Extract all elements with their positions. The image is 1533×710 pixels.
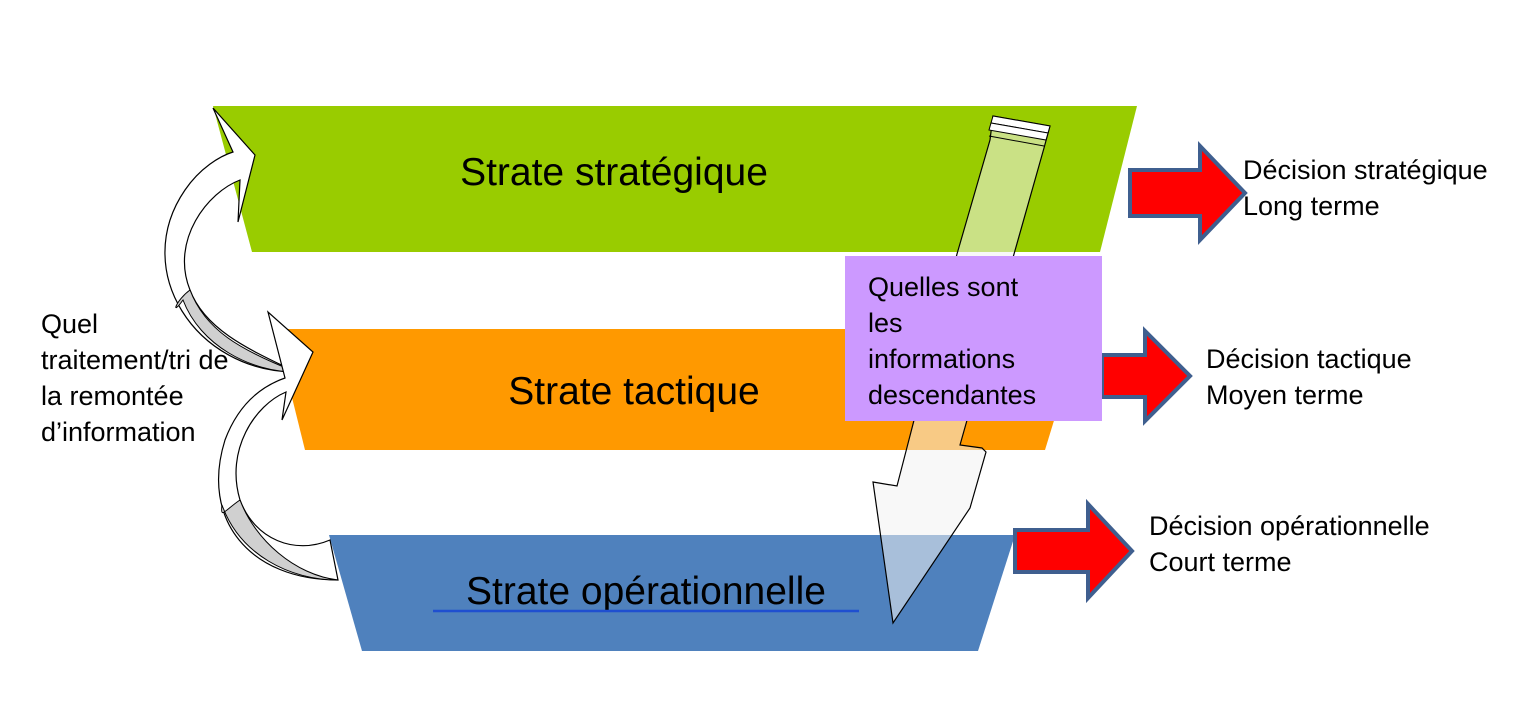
decision-operationnelle: Décision opérationnelle Court terme: [1149, 508, 1430, 580]
question-text: Quelles sont les informations descendant…: [868, 269, 1102, 413]
decision-type: Décision stratégique: [1243, 155, 1488, 185]
question-line: les: [868, 308, 903, 338]
strate-tactique-label: Strate tactique: [508, 370, 759, 413]
decision-term: Long terme: [1243, 191, 1380, 221]
decision-term: Court terme: [1149, 547, 1292, 577]
left-note-line: la remontée: [41, 381, 184, 411]
curved-up-arrow-lower: [218, 310, 339, 581]
decision-arrow-strategique: [1128, 141, 1248, 245]
decision-arrow-operationnelle: [1013, 498, 1135, 604]
decision-type: Décision tactique: [1206, 344, 1412, 374]
question-box: Quelles sont les informations descendant…: [845, 256, 1102, 421]
question-line: Quelles sont: [868, 272, 1019, 302]
strate-strategique-label: Strate stratégique: [460, 151, 768, 194]
decision-term: Moyen terme: [1206, 380, 1364, 410]
strate-strategique-band: [213, 106, 1137, 252]
left-note: Quel traitement/tri de la remontée d’inf…: [41, 306, 281, 450]
decision-arrow-tactique: [1100, 326, 1193, 426]
decision-type: Décision opérationnelle: [1149, 511, 1430, 541]
left-note-line: Quel: [41, 309, 99, 339]
question-line: informations: [868, 344, 1016, 374]
decision-strategique: Décision stratégique Long terme: [1243, 152, 1488, 224]
decision-tactique: Décision tactique Moyen terme: [1206, 341, 1412, 413]
strate-operationnelle-band: [329, 535, 1015, 651]
left-note-line: traitement/tri de: [41, 345, 229, 375]
curved-up-arrow-upper: [164, 107, 297, 373]
question-line: descendantes: [868, 380, 1037, 410]
strate-operationnelle-label: Strate opérationnelle: [466, 570, 826, 613]
left-note-line: d’information: [41, 417, 196, 447]
